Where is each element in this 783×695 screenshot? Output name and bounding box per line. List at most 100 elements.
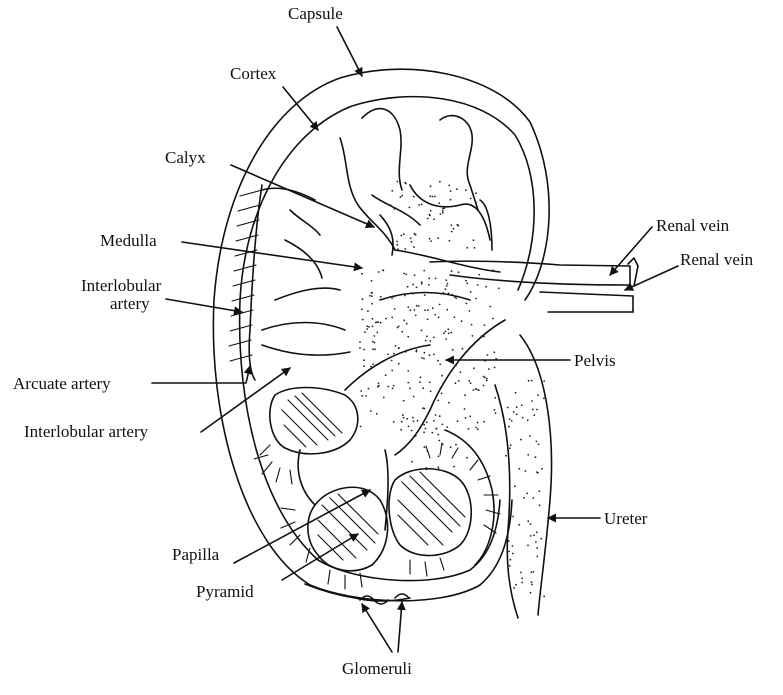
stipple-dot: [469, 310, 471, 312]
stipple-dot: [531, 380, 533, 382]
stipple-dot: [430, 391, 432, 393]
stipple-dot: [393, 296, 395, 298]
label-ureter: Ureter: [604, 509, 648, 528]
stipple-dot: [367, 310, 369, 312]
stipple-dot: [361, 308, 363, 310]
stipple-dot: [405, 351, 407, 353]
interlobular-artery-top-arrow: [166, 299, 242, 312]
stipple-dot: [461, 320, 463, 322]
stipple-dot: [363, 359, 365, 361]
stipple-dot: [432, 196, 434, 198]
stipple-dot: [525, 470, 527, 472]
stipple-dot: [390, 204, 392, 206]
stipple-dot: [422, 387, 424, 389]
label-pyramid: Pyramid: [196, 582, 254, 601]
stipple-dot: [405, 274, 407, 276]
stipple-dot: [508, 540, 510, 542]
stipple-dot: [483, 421, 485, 423]
stipple-dot: [371, 303, 373, 305]
stipple-dot: [403, 417, 405, 419]
stipple-dot: [409, 207, 411, 209]
stipple-dot: [415, 315, 417, 317]
stipple-dot: [407, 306, 409, 308]
stipple-dot: [530, 571, 532, 573]
stipple-dot: [428, 284, 430, 286]
stipple-dot: [513, 587, 515, 589]
stipple-dot: [429, 382, 431, 384]
stipple-dot: [540, 538, 542, 540]
stipple-dot: [469, 416, 471, 418]
arcuate-artery-arrow: [152, 366, 250, 383]
stipple-dot: [378, 383, 380, 385]
pyramids: [254, 388, 500, 590]
stipple-dot: [536, 556, 538, 558]
stipple-dot: [393, 385, 395, 387]
labels: Capsule Cortex Calyx Medulla Interlobula…: [13, 4, 754, 678]
stipple-dot: [447, 328, 449, 330]
stipple-dot: [450, 224, 452, 226]
stipple-dot: [442, 424, 444, 426]
stipple-dot: [440, 213, 442, 215]
stipple-dot: [465, 417, 467, 419]
stipple-dot: [433, 354, 435, 356]
stipple-dot: [536, 531, 538, 533]
stipple-dot: [477, 284, 479, 286]
stipple-dot: [424, 352, 426, 354]
stipple-dot: [427, 218, 429, 220]
stipple-dot: [421, 204, 423, 206]
stipple-dot: [448, 293, 450, 295]
stipple-dot: [413, 196, 415, 198]
stipple-dot: [513, 411, 515, 413]
stipple-dot: [383, 397, 385, 399]
stipple-dot: [387, 386, 389, 388]
stipple-dot: [366, 328, 368, 330]
stipple-dot: [475, 427, 477, 429]
stipple-dot: [442, 444, 444, 446]
stipple-dot: [377, 321, 379, 323]
stipple-dot: [473, 239, 475, 241]
stipple-dot: [516, 413, 518, 415]
stipple-dot: [494, 367, 496, 369]
stipple-dot: [508, 551, 510, 553]
stipple-dot: [414, 274, 416, 276]
stipple-dot: [473, 389, 475, 391]
stipple-dot: [470, 198, 472, 200]
leader-arrows: [152, 27, 678, 652]
stipple-dot: [428, 277, 430, 279]
stipple-dot: [413, 246, 415, 248]
stipple-dot: [396, 241, 398, 243]
stipple-dot: [425, 340, 427, 342]
stipple-dot: [470, 382, 472, 384]
stipple-dot: [400, 196, 402, 198]
stipple-dot: [437, 360, 439, 362]
stipple-dot: [435, 414, 437, 416]
stipple-dot: [443, 332, 445, 334]
stipple-dot: [532, 497, 534, 499]
stipple-dot: [457, 420, 459, 422]
stipple-dot: [543, 596, 545, 598]
stipple-dot: [369, 295, 371, 297]
stipple-dot: [368, 326, 370, 328]
stipple-dot: [446, 309, 448, 311]
stipple-dot: [427, 319, 429, 321]
cortex-arrow: [283, 87, 318, 130]
stipple-dot: [393, 208, 395, 210]
capsule-arrow: [337, 27, 362, 76]
stipple-dot: [478, 389, 480, 391]
stipple-dot: [520, 439, 522, 441]
stipple-dot: [416, 349, 418, 351]
stipple-dot: [468, 380, 470, 382]
label-renal-vein-1: Renal vein: [656, 216, 730, 235]
stipple-dot: [442, 212, 444, 214]
stipple-dot: [492, 269, 494, 271]
stipple-dot: [410, 309, 412, 311]
stipple-dot: [425, 428, 427, 430]
stipple-dot: [466, 457, 468, 459]
kidney-outline: [213, 69, 549, 601]
stipple-dot: [406, 323, 408, 325]
stipple-dot: [361, 273, 363, 275]
stipple-dot: [441, 393, 443, 395]
stipple-dot: [455, 364, 457, 366]
stipple-dot: [451, 294, 453, 296]
stipple-dot: [423, 270, 425, 272]
